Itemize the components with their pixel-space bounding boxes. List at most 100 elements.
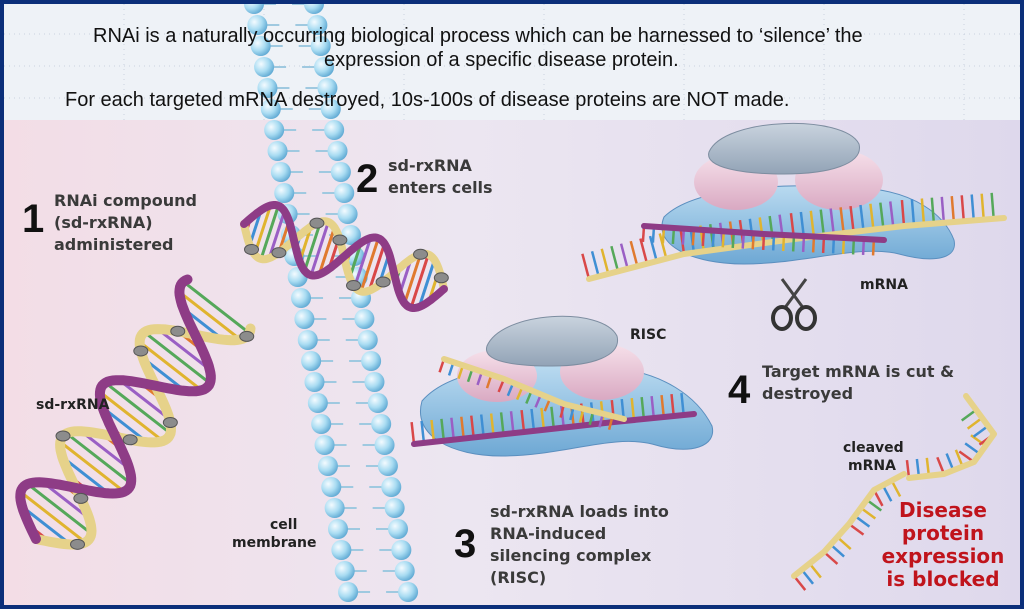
rna-base [809,210,816,237]
rna-base [839,207,845,234]
cell-membrane-label-1: cell [270,517,298,533]
sd-rxrna-duplex-step1 [15,274,256,550]
lipid-head [388,519,408,539]
modification-blob [332,234,348,246]
cleaved-mrna-label-2: mRNA [848,458,896,474]
base-pair [303,220,323,273]
rna-base [879,202,885,229]
rna-base [470,415,475,438]
rna-base [680,393,685,416]
base-pair [367,242,386,293]
header-band [4,4,1020,120]
rna-base [869,203,875,230]
rna-base [900,199,906,227]
rna-base [925,457,931,476]
rna-base [915,458,921,478]
modification-blob [133,345,149,357]
risc-passenger-strand-step3 [438,356,627,431]
lipid-head [330,162,351,182]
rnai-illustration [4,4,1020,605]
rna-base [829,543,845,558]
step-2-line-2: enters cells [388,178,493,197]
rna-base [550,406,556,429]
lipid-head [311,414,332,434]
lipid-head [357,330,378,350]
base-pair [417,258,436,309]
lipid-head [294,309,315,329]
rna-base [849,205,855,233]
lipid-head [320,99,341,119]
step-1-number: 1 [22,197,45,241]
rna-base [489,413,495,436]
rna-base [670,394,675,417]
base-pair [19,490,87,544]
rna-base [410,421,416,445]
rna-base [970,194,976,221]
base-pair [26,482,93,536]
outcome-line-2: protein [901,521,985,545]
rna-base [530,408,536,432]
risc-label: RISC [630,327,667,343]
base-pair [142,330,212,385]
rna-base [499,412,505,435]
rna-base [639,238,649,265]
lipid-head [324,498,345,518]
step-3-line-2: RNA-induced [490,524,607,543]
base-pair [317,225,336,276]
base-pair [259,204,280,261]
base-pair [403,252,423,305]
rna-base [479,414,485,437]
cell-membrane-label-2: membrane [232,535,317,551]
rna-base [819,209,826,236]
backbone-strand [15,274,216,544]
step-3-line-3: silencing complex [490,546,652,565]
step-3-number: 3 [454,522,477,566]
header-grid [4,4,1020,120]
rna-base [972,424,989,438]
step-4-number: 4 [728,368,751,412]
rna-base [590,250,600,277]
lipid-head [257,78,278,98]
lipid-head [384,498,405,518]
modification-blob [122,434,138,446]
rna-base [940,196,946,223]
rna-base [890,479,902,498]
base-pair [177,290,242,341]
base-pair [20,505,73,547]
cleaved-mrna-label-1: cleaved [843,440,904,456]
rna-base [440,418,446,441]
lipid-head [381,477,402,497]
lipid-head [391,540,412,560]
cleaved-mrna-fragment-1 [791,471,907,591]
base-pair [309,220,330,277]
base-pair [409,253,430,310]
lipid-head [254,57,275,77]
lipid-head [304,4,324,14]
rna-base [648,235,658,262]
rna-backbone [791,471,907,579]
modification-blob [346,280,362,292]
lipid-head [291,288,312,308]
rna-base [990,192,995,219]
rna-base [950,195,956,223]
base-pair [267,209,286,260]
rna-base [610,245,620,272]
step-2-number: 2 [356,157,379,201]
rna-base [450,417,456,440]
lipid-head [324,120,345,140]
rna-base [650,396,656,419]
base-pair [353,236,373,289]
lipid-head [260,99,281,119]
base-pair [138,340,204,392]
lipid-head [307,393,328,413]
modification-blob [55,430,71,442]
rna-base [540,407,546,430]
rna-base [460,416,465,439]
modification-blob [162,417,178,429]
lipid-head [371,414,392,434]
lipid-head [354,309,375,329]
lipid-head [321,477,342,497]
lipid-head [374,435,395,455]
base-pair [117,378,172,421]
header-line-2: expression of a specific disease protein… [324,49,679,71]
